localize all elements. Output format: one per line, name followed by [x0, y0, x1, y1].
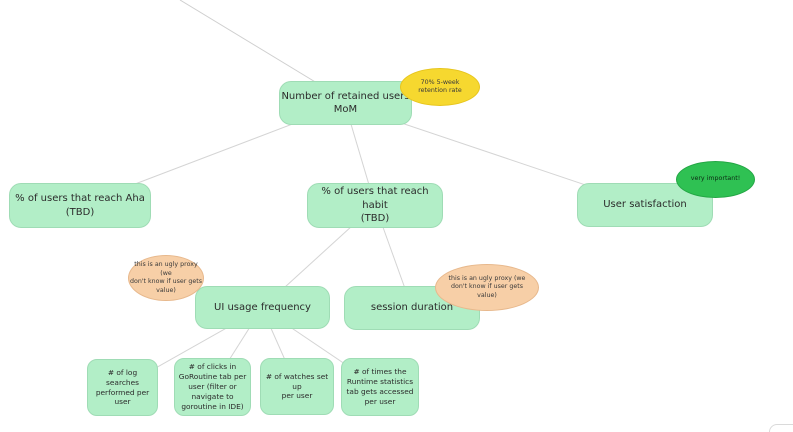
node-goroutine-clicks[interactable]: # of clicks in GoRoutine tab per user (f… — [174, 358, 251, 416]
corner-scroll-handle[interactable] — [769, 424, 793, 432]
node-session-duration[interactable]: session duration — [344, 286, 480, 330]
node-log-searches[interactable]: # of log searches performed per user — [87, 359, 158, 416]
sticky-proxy-ui-usage[interactable]: this is an ugly proxy (we don't know if … — [128, 255, 204, 301]
node-aha[interactable]: % of users that reach Aha (TBD) — [9, 183, 151, 228]
node-runtime-statistics[interactable]: # of times the Runtime statistics tab ge… — [341, 358, 419, 416]
node-watches[interactable]: # of watches set up per user — [260, 358, 334, 415]
sticky-proxy-session[interactable]: this is an ugly proxy (we don't know if … — [435, 264, 539, 311]
node-retained-users[interactable]: Number of retained users MoM — [279, 81, 412, 125]
sticky-very-important[interactable]: very important! — [676, 161, 755, 198]
sticky-retention-rate[interactable]: 70% 5-week retention rate — [400, 68, 480, 106]
node-habit[interactable]: % of users that reach habit (TBD) — [307, 183, 443, 228]
node-ui-usage-frequency[interactable]: UI usage frequency — [195, 286, 330, 329]
